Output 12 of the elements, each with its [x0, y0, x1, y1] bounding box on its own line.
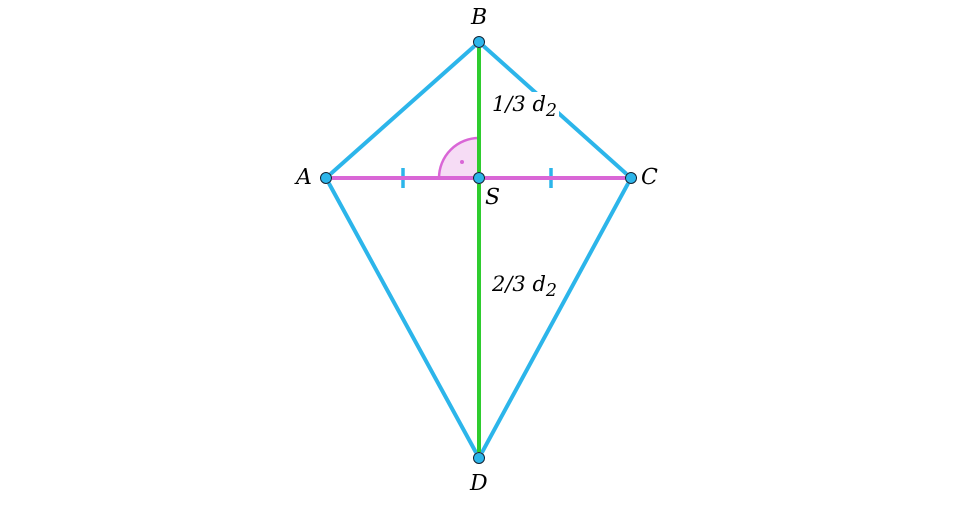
line-segment — [332, 176, 473, 180]
line-segment — [327, 182, 478, 454]
vertex-label: B — [471, 6, 488, 30]
line-segment — [477, 48, 481, 172]
vertex-label: A — [296, 166, 312, 190]
line-segment — [477, 184, 481, 452]
line-segment — [480, 182, 630, 454]
vertex-label: S — [485, 186, 500, 210]
line-segment — [485, 176, 625, 180]
line-segment — [329, 44, 476, 176]
vertex-label: D — [470, 472, 488, 496]
vertex-label: C — [641, 166, 658, 190]
